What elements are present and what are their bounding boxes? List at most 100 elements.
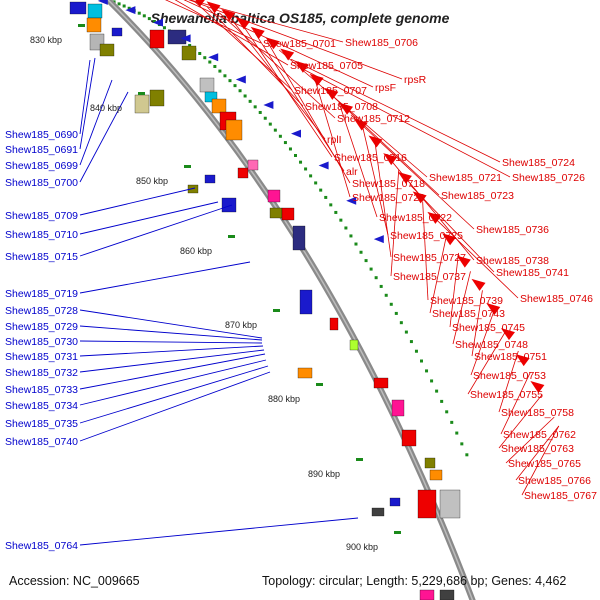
tick-mark: [184, 165, 191, 168]
right-connector: [452, 271, 471, 345]
forward-gene-arrow: [353, 118, 368, 131]
tick-dot: [258, 110, 262, 114]
forward-gene-arrow: [397, 171, 412, 184]
gene-block: [439, 489, 461, 519]
tick-dot: [228, 79, 232, 83]
right-connector: [302, 68, 511, 178]
left-gene-label: Shew185_0700: [5, 177, 78, 189]
left-gene-label: Shew185_0731: [5, 351, 78, 363]
right-connector: [515, 425, 560, 481]
tick-dot: [288, 147, 292, 151]
reverse-gene-arrow: [263, 100, 274, 109]
right-gene-label: Shew185_0723: [441, 190, 514, 202]
gene-block: [439, 589, 455, 600]
right-gene-label: Shew185_0739: [430, 295, 503, 307]
forward-gene-arrow: [530, 381, 545, 394]
tick-dot: [374, 276, 378, 280]
left-connector: [79, 91, 129, 183]
gene-block: [417, 489, 437, 519]
forward-gene-arrow: [294, 60, 309, 73]
tick-label: 880 kbp: [268, 394, 300, 404]
gene-block: [297, 367, 313, 379]
right-connector: [188, 0, 403, 80]
left-gene-label: Shew185_0733: [5, 384, 78, 396]
right-gene-label: Shew185_0751: [474, 351, 547, 363]
gene-block: [211, 98, 227, 114]
tick-label: 850 kbp: [136, 176, 168, 186]
tick-dot: [253, 105, 257, 109]
tick-dot: [460, 442, 464, 446]
tick-mark: [394, 531, 401, 534]
tick-mark: [316, 383, 323, 386]
right-gene-label: Shew185_0720: [352, 192, 425, 204]
tick-dot: [334, 210, 338, 214]
tick-dot: [364, 259, 368, 263]
tick-dot: [248, 99, 252, 103]
right-gene-label: Shew185_0721: [429, 172, 502, 184]
tick-dot: [450, 420, 454, 424]
left-connector: [79, 349, 265, 373]
tick-dot: [218, 69, 222, 73]
right-gene-label: Shew185_0724: [502, 157, 575, 169]
right-gene-label: Shew185_0741: [496, 267, 569, 279]
right-gene-label: Shew185_0763: [501, 443, 574, 455]
gene-block: [281, 207, 295, 221]
forward-gene-arrow: [456, 255, 471, 268]
right-connector: [500, 372, 531, 435]
tick-dot: [198, 51, 202, 55]
tick-dot: [399, 321, 403, 325]
right-connector: [498, 394, 543, 449]
left-connector: [79, 353, 266, 390]
right-connector: [207, 6, 304, 107]
tick-dot: [414, 349, 418, 353]
right-gene-label: Shew185_0706: [345, 37, 418, 49]
left-connector: [79, 365, 269, 424]
gene-block: [349, 339, 359, 351]
right-connector: [374, 141, 392, 258]
right-connector: [429, 235, 447, 314]
gene-block: [225, 119, 243, 141]
tick-dot: [294, 154, 297, 157]
tick-dot: [299, 160, 303, 164]
tick-dot: [268, 122, 272, 126]
tick-dot: [344, 226, 348, 230]
right-gene-label: Shew185_0718: [352, 178, 425, 190]
reverse-gene-arrow: [153, 18, 163, 27]
tick-dot: [213, 64, 217, 68]
forward-gene-arrow: [280, 48, 295, 61]
reverse-gene-arrow: [208, 53, 219, 62]
right-gene-label: Shew185_0755: [470, 389, 543, 401]
forward-gene-arrow: [427, 211, 442, 224]
tick-dot: [455, 431, 459, 435]
right-connector: [362, 127, 389, 236]
gene-block: [267, 189, 281, 203]
tick-dot: [394, 311, 398, 315]
right-connector: [278, 49, 428, 178]
left-connector: [79, 201, 219, 235]
forward-gene-arrow: [500, 328, 515, 341]
left-connector: [79, 340, 263, 344]
tick-mark: [356, 458, 363, 461]
tick-label: 870 kbp: [225, 320, 257, 330]
gene-block: [371, 507, 385, 517]
right-connector: [467, 329, 507, 395]
right-connector: [230, 18, 326, 140]
tick-dot: [263, 116, 267, 120]
gene-block: [247, 159, 259, 171]
forward-gene-arrow: [442, 233, 457, 246]
tick-dot: [127, 6, 131, 10]
right-connector: [498, 350, 519, 413]
right-gene-label: alr: [346, 166, 358, 178]
right-gene-label: Shew185_0727: [393, 252, 466, 264]
right-gene-label: Shew185_0748: [455, 339, 528, 351]
left-gene-label: Shew185_0740: [5, 436, 78, 448]
gene-block: [149, 89, 165, 107]
gene-block: [199, 77, 215, 93]
tick-dot: [425, 369, 429, 373]
right-connector: [188, 0, 344, 43]
tick-dot: [384, 293, 388, 297]
left-connector: [79, 371, 271, 442]
reverse-gene-arrow: [291, 129, 301, 138]
gene-block: [391, 399, 405, 417]
